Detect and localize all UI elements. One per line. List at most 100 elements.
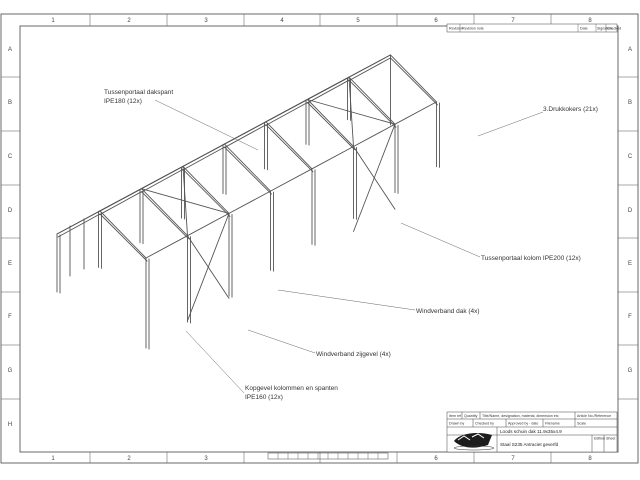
date-col-label: Date — [580, 27, 588, 31]
row-label-left-a: A — [8, 47, 12, 53]
tb-title-label: Title/Name, designation, material, dimen… — [482, 414, 559, 418]
col-label-top-7: 7 — [511, 18, 515, 24]
tb-checked-by-label: Checked by — [475, 422, 494, 426]
revision-col-label: Revision — [449, 27, 463, 31]
rafter-right — [224, 143, 271, 192]
rafter-right — [99, 210, 147, 259]
col-label-top-2: 2 — [127, 18, 131, 24]
rafter-right — [141, 188, 188, 237]
tb-filename-label: Filename — [545, 422, 560, 426]
eave-strut-right — [228, 190, 271, 214]
eave-strut-left — [56, 211, 99, 235]
rafter-right-flange — [348, 79, 397, 128]
annotation-windverband-dak: Windverband dak (4x) — [416, 308, 480, 315]
leader-dakspant — [154, 99, 259, 151]
zone-ticks — [1, 14, 638, 463]
row-label-left-c: C — [8, 154, 13, 160]
tb-drawn-by-label: Drawn by — [449, 422, 464, 426]
rafter-right-flange — [307, 102, 355, 150]
eave-strut-left — [222, 122, 265, 146]
rafter-right-flange — [182, 168, 231, 217]
rafter-left-flange — [265, 102, 308, 126]
annotation-kopgevel-line2: IPE160 (12x) — [245, 394, 283, 401]
rafter-left-flange — [182, 146, 225, 171]
leader-drukkokers — [477, 111, 544, 137]
annotation-dakspant-line2: IPE180 (12x) — [104, 98, 142, 105]
rafter-right — [348, 76, 396, 125]
revision-note-col-label: Revision note — [462, 27, 484, 31]
eave-strut-left — [181, 144, 224, 168]
col-label-top-6: 6 — [434, 18, 438, 24]
col-label-bottom-7: 7 — [511, 456, 515, 462]
wall-bracing — [187, 212, 230, 322]
rafter-left-flange — [223, 124, 267, 149]
col-label-bottom-3: 3 — [204, 456, 208, 462]
col-label-bottom-6: 6 — [434, 456, 438, 462]
tb-title-line2: Staal S235 Antraciet geverfd — [500, 442, 559, 447]
eave-strut-right — [353, 123, 396, 147]
rafter-left-flange — [99, 191, 142, 216]
outer-frame — [0, 13, 639, 464]
rafter-right-flange — [265, 124, 314, 173]
tb-scale-label: Scale — [577, 422, 586, 426]
eave-strut-right — [394, 101, 437, 125]
row-label-left-d: D — [8, 208, 13, 214]
row-label-right-e: E — [628, 261, 632, 267]
roof-bracing — [348, 76, 354, 147]
leader-kopgevel — [185, 330, 245, 394]
col-label-top-1: 1 — [51, 18, 55, 24]
rafter-right-flange — [390, 57, 438, 106]
eave-strut-right — [270, 168, 313, 192]
tb-title-line1: Loods schuin dak 11.9x35x4.9 — [500, 429, 562, 434]
annotation-dakspant-line1: Tussenportaal dakspant — [104, 89, 173, 96]
ridge-strut — [348, 54, 391, 78]
col-label-top-5: 5 — [356, 18, 360, 24]
rafter-left-flange — [306, 79, 350, 104]
rafter-right — [390, 54, 437, 103]
steel-frame-structure — [56, 54, 440, 350]
eave-strut-right — [311, 146, 354, 170]
rafter-right — [265, 121, 313, 170]
annotation-windverband-zijgevel: Windverband zijgevel (4x) — [316, 351, 391, 358]
row-label-left-f: F — [8, 314, 12, 320]
tb-approved-by-label: Approved by - date — [508, 422, 538, 426]
leader-windverband-dak — [277, 289, 416, 311]
eave-strut-right — [145, 235, 188, 259]
col-label-top-3: 3 — [204, 18, 208, 24]
leader-kolom — [400, 222, 481, 258]
checked-col-label: Checked — [607, 27, 621, 31]
rafter-right — [307, 99, 354, 147]
col-label-top-4: 4 — [280, 18, 284, 24]
row-label-right-c: C — [628, 154, 633, 160]
tb-item-label: Item ref — [449, 414, 461, 418]
leader-windverband-zijgevel — [247, 329, 316, 354]
row-label-right-g: G — [628, 368, 633, 374]
wall-bracing — [353, 123, 396, 232]
scale-bar — [267, 452, 389, 460]
revision-table: Revision Revision note Date Signature Ch… — [446, 23, 621, 33]
rafter-right — [182, 165, 230, 214]
eave-strut-right — [187, 212, 230, 237]
tb-edition-label: Edition — [594, 437, 605, 441]
col-label-top-8: 8 — [588, 18, 592, 24]
annotation-kopgevel-line1: Kopgevel kolommen en spanten — [245, 385, 338, 392]
rafter-left-flange — [57, 213, 101, 238]
col-label-bottom-2: 2 — [127, 456, 131, 462]
inner-frame — [19, 25, 619, 453]
row-label-left-g: G — [8, 368, 13, 374]
annotation-leaders — [154, 99, 544, 394]
tb-sheet-label: Sheet — [606, 437, 615, 441]
signature-col-label: Signature — [597, 27, 612, 31]
company-logo — [453, 433, 495, 451]
row-label-left-e: E — [8, 261, 12, 267]
tb-quantity-label: Quantity — [464, 414, 478, 418]
row-label-right-a: A — [628, 47, 632, 53]
col-label-bottom-8: 8 — [588, 456, 592, 462]
row-label-left-h: H — [8, 422, 12, 428]
rafter-left-flange — [348, 57, 391, 82]
rafter-right-flange — [224, 146, 272, 195]
row-label-right-d: D — [628, 208, 633, 214]
tb-article-label: Article No./Reference — [577, 414, 611, 418]
annotation-kolom: Tussenportaal kolom IPE200 (12x) — [481, 255, 581, 262]
